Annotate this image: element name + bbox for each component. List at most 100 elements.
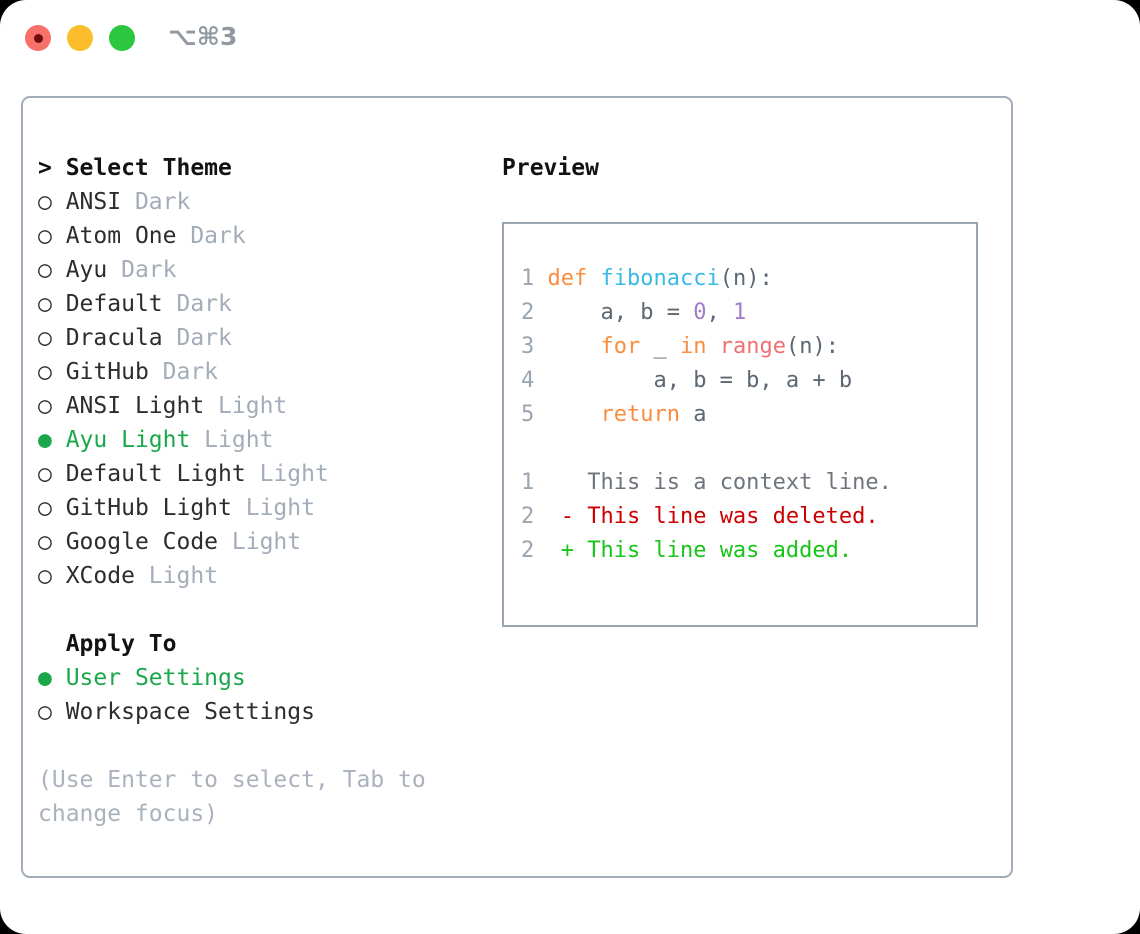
diff-sample: 1 This is a context line.2 - This line w… (521, 466, 976, 568)
code-token: def (547, 266, 588, 291)
theme-variant-badge: Light (231, 495, 315, 521)
theme-option-label: Atom One (65, 223, 177, 249)
radio-unselected-icon: ○ (38, 461, 66, 487)
radio-unselected-icon: ○ (38, 291, 66, 317)
apply-to-option-label: Workspace Settings (65, 699, 315, 725)
traffic-light-buttons (25, 25, 135, 51)
theme-option-label: Dracula (65, 325, 163, 351)
theme-option-atom-one[interactable]: ○ Atom One Dark (38, 219, 508, 253)
radio-unselected-icon: ○ (38, 359, 66, 385)
radio-unselected-icon: ○ (38, 223, 66, 249)
code-token (548, 334, 601, 359)
theme-option-dracula[interactable]: ○ Dracula Dark (38, 321, 508, 355)
apply-to-section: Apply To ● User Settings○ Workspace Sett… (38, 627, 508, 729)
preview-spacer (521, 432, 976, 466)
close-button[interactable] (25, 25, 51, 51)
radio-selected-icon: ● (38, 427, 66, 453)
radio-selected-icon: ● (38, 665, 66, 691)
theme-variant-badge: Light (190, 427, 274, 453)
code-token: return (600, 402, 680, 427)
maximize-button[interactable] (109, 25, 135, 51)
theme-variant-badge: Dark (121, 189, 191, 215)
theme-variant-badge: Light (245, 461, 329, 487)
theme-option-label: ANSI (65, 189, 122, 215)
code-line: 1 def fibonacci(n): (521, 262, 976, 296)
line-number: 5 (521, 402, 548, 427)
code-token: range (719, 334, 786, 359)
code-token: (n): (719, 266, 773, 291)
diff-line-text: This is a context line. (560, 470, 892, 495)
theme-option-label: Google Code (65, 529, 219, 555)
code-line: 3 for _ in range(n): (521, 330, 976, 364)
preview-column: Preview 1 def fibonacci(n):2 a, b = 0, 1… (502, 151, 997, 627)
theme-variant-badge: Light (134, 563, 219, 589)
radio-unselected-icon: ○ (38, 393, 66, 419)
diff-line-del: 2 - This line was deleted. (521, 500, 976, 534)
theme-option-ansi[interactable]: ○ ANSI Dark (38, 185, 508, 219)
code-token (587, 266, 600, 291)
theme-option-default-light[interactable]: ○ Default Light Light (38, 457, 508, 491)
main-panel: > Select Theme ○ ANSI Dark○ Atom One Dar… (21, 96, 1013, 878)
window-titlebar: ⌥⌘3 (0, 0, 1140, 78)
theme-variant-badge: Light (204, 393, 288, 419)
preview-header: Preview (502, 155, 599, 181)
line-number: 2 (521, 300, 548, 325)
radio-unselected-icon: ○ (38, 189, 66, 215)
code-token (706, 334, 719, 359)
theme-option-github-light[interactable]: ○ GitHub Light Light (38, 491, 508, 525)
code-token (548, 402, 601, 427)
theme-option-ayu-light[interactable]: ● Ayu Light Light (38, 423, 508, 457)
line-number: 3 (521, 334, 548, 359)
radio-unselected-icon: ○ (38, 529, 66, 555)
theme-variant-badge: Dark (148, 359, 219, 385)
code-token: 0 (693, 300, 707, 325)
minimize-button[interactable] (67, 25, 93, 51)
select-theme-header: > Select Theme (38, 155, 232, 181)
code-line: 5 return a (521, 398, 976, 432)
apply-to-header: Apply To (38, 631, 177, 657)
code-token: in (679, 334, 707, 359)
apply-to-list: ● User Settings○ Workspace Settings (38, 661, 508, 729)
theme-picker-column: > Select Theme ○ ANSI Dark○ Atom One Dar… (38, 151, 508, 831)
theme-variant-badge: Dark (176, 223, 246, 249)
radio-unselected-icon: ○ (38, 325, 66, 351)
code-token: (n): (785, 334, 839, 359)
line-number: 4 (521, 368, 548, 393)
keyboard-hint-text: (Use Enter to select, Tab to change focu… (38, 767, 440, 827)
apply-to-option-label: User Settings (65, 665, 246, 691)
theme-option-github[interactable]: ○ GitHub Dark (38, 355, 508, 389)
line-number: 2 (521, 504, 561, 529)
theme-option-default[interactable]: ○ Default Dark (38, 287, 508, 321)
radio-unselected-icon: ○ (38, 699, 66, 725)
theme-option-ansi-light[interactable]: ○ ANSI Light Light (38, 389, 508, 423)
code-line: 2 a, b = 0, 1 (521, 296, 976, 330)
theme-option-google-code[interactable]: ○ Google Code Light (38, 525, 508, 559)
theme-variant-badge: Light (218, 529, 302, 555)
radio-unselected-icon: ○ (38, 495, 66, 521)
theme-option-label: ANSI Light (65, 393, 205, 419)
theme-variant-badge: Dark (162, 291, 232, 317)
theme-option-label: Default Light (65, 461, 246, 487)
theme-option-xcode[interactable]: ○ XCode Light (38, 559, 508, 593)
theme-option-ayu[interactable]: ○ Ayu Dark (38, 253, 508, 287)
code-token: a, b = b, a + b (547, 368, 853, 393)
diff-line-ctx: 1 This is a context line. (521, 466, 976, 500)
line-number: 2 (521, 538, 561, 563)
diff-line-add: 2 + This line was added. (521, 534, 976, 568)
code-token: for (600, 334, 641, 359)
code-token: fibonacci (600, 266, 720, 291)
theme-list: ○ ANSI Dark○ Atom One Dark○ Ayu Dark○ De… (38, 185, 508, 593)
keyboard-shortcut-label: ⌥⌘3 (168, 22, 238, 51)
apply-to-option-user-settings[interactable]: ● User Settings (38, 661, 508, 695)
apply-to-option-workspace-settings[interactable]: ○ Workspace Settings (38, 695, 508, 729)
theme-variant-badge: Dark (162, 325, 232, 351)
diff-line-text: - This line was deleted. (560, 504, 879, 529)
theme-option-label: Ayu (65, 257, 108, 283)
line-number: 1 (521, 470, 561, 495)
code-token: , (706, 300, 733, 325)
theme-variant-badge: Dark (107, 257, 177, 283)
code-token: _ (640, 334, 680, 359)
